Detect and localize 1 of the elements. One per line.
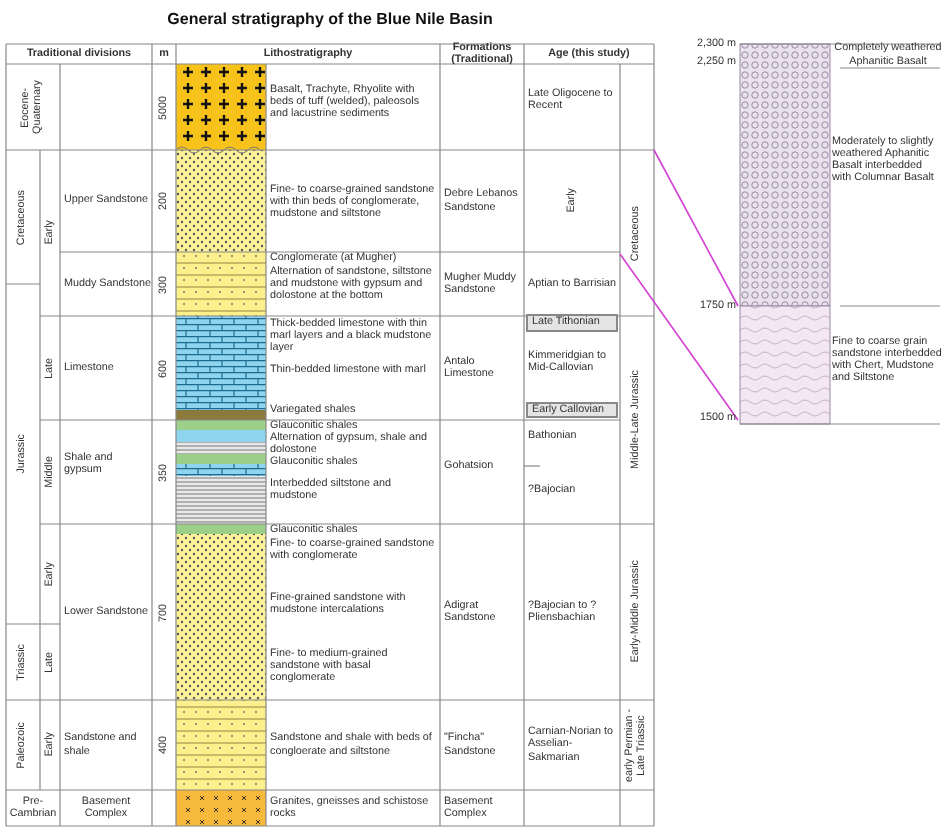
chart-title: General stratigraphy of the Blue Nile Basin bbox=[167, 11, 493, 29]
